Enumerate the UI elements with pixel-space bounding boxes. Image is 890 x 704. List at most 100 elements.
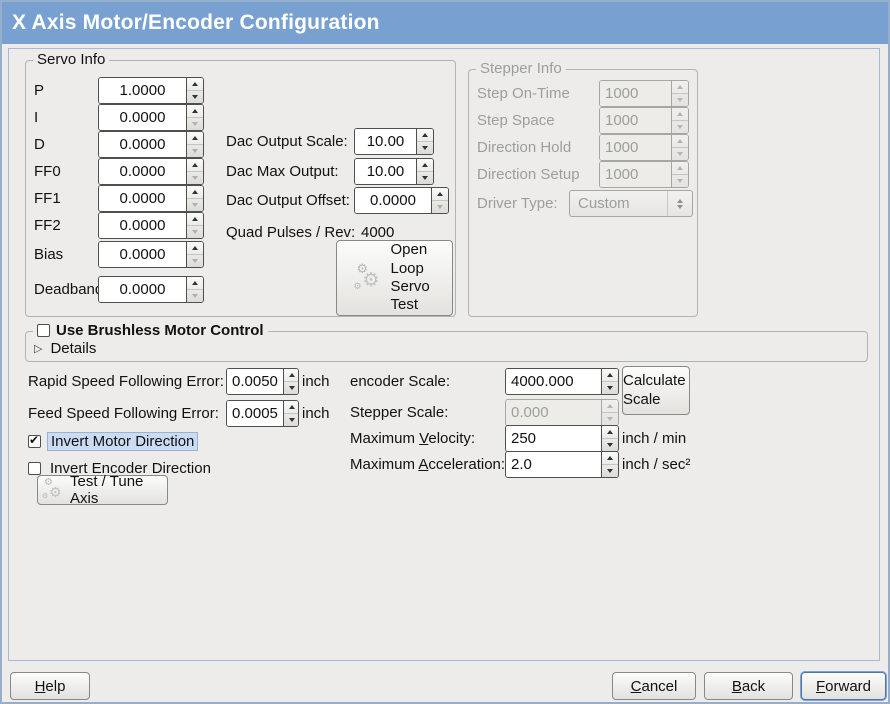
encoder-scale-field[interactable]: 4000.000 — [505, 368, 619, 395]
spin-down-button[interactable] — [602, 439, 618, 451]
open-loop-servo-test-button[interactable]: ⚙ ⚙ ⚙ Open Loop Servo Test — [336, 240, 453, 316]
forward-button[interactable]: Forward — [801, 672, 886, 700]
direction-hold-label: Direction Hold — [477, 139, 572, 156]
max-acceleration-field[interactable]: 2.0 — [505, 451, 619, 478]
expander-arrow-icon[interactable]: ▷ — [34, 342, 43, 355]
spin-down-button[interactable] — [187, 226, 203, 238]
max-velocity-field[interactable]: 250 — [505, 425, 619, 452]
spin-field-deadband[interactable]: 0.0000 — [98, 276, 204, 303]
servo-info-legend: Servo Info — [33, 51, 110, 68]
spin-entry: 1000 — [600, 81, 671, 106]
spin-up-button[interactable] — [602, 426, 618, 439]
dac-max-output-field[interactable]: 10.00 — [354, 158, 434, 185]
spin-down-button[interactable] — [187, 118, 203, 130]
dac-output-offset-row: Dac Output Offset: 0.0000 — [226, 187, 449, 214]
driver-type-row: Driver Type: Custom — [477, 190, 693, 217]
spin-entry[interactable]: 10.00 — [355, 159, 416, 184]
feed-error-field[interactable]: 0.0005 — [226, 400, 299, 427]
spin-up-button[interactable] — [283, 369, 298, 382]
spin-field-ff1[interactable]: 0.0000 — [98, 185, 204, 212]
spin-up-button — [672, 135, 688, 148]
spin-entry[interactable]: 4000.000 — [506, 369, 601, 394]
spin-entry[interactable]: 0.0050 — [227, 369, 283, 394]
spin-entry[interactable]: 0.0000 — [99, 186, 186, 211]
spin-up-button[interactable] — [417, 129, 433, 142]
dac-output-offset-field[interactable]: 0.0000 — [354, 187, 449, 214]
spin-entry[interactable]: 10.00 — [355, 129, 416, 154]
spin-down-button — [602, 413, 618, 425]
spin-up-button[interactable] — [187, 78, 203, 91]
spin-entry[interactable]: 0.0000 — [355, 188, 431, 213]
spin-buttons — [671, 108, 688, 133]
gears-icon: ⚙ ⚙ ⚙ — [353, 261, 380, 291]
spin-down-button[interactable] — [284, 382, 298, 394]
use-brushless-checkbox[interactable] — [37, 324, 50, 337]
dac-output-scale-field[interactable]: 10.00 — [354, 128, 434, 155]
spin-down-button[interactable] — [432, 201, 448, 213]
spin-up-button[interactable] — [187, 186, 203, 199]
spin-down-button[interactable] — [417, 172, 433, 184]
spin-field-ff0[interactable]: 0.0000 — [98, 158, 204, 185]
spin-up-button[interactable] — [602, 452, 618, 465]
spin-up-button[interactable] — [187, 105, 203, 118]
spin-field-d[interactable]: 0.0000 — [98, 131, 204, 158]
spin-down-button[interactable] — [187, 290, 203, 302]
spin-entry: 1000 — [600, 162, 671, 187]
spin-down-button[interactable] — [417, 142, 433, 154]
test-tune-axis-label: Test / Tune Axis — [70, 473, 144, 507]
brushless-frame: Use Brushless Motor Control ▷ Details — [25, 322, 868, 362]
spin-field-p[interactable]: 1.0000 — [98, 77, 204, 104]
spin-entry[interactable]: 0.0005 — [227, 401, 283, 426]
spin-entry[interactable]: 1.0000 — [99, 78, 186, 103]
spin-up-button[interactable] — [283, 401, 298, 414]
cancel-button[interactable]: Cancel — [612, 672, 696, 700]
spin-entry[interactable]: 0.0000 — [99, 242, 186, 267]
spin-entry[interactable]: 0.0000 — [99, 213, 186, 238]
help-button[interactable]: Help — [10, 672, 90, 700]
spin-down-button[interactable] — [187, 199, 203, 211]
calculate-scale-button[interactable]: Calculate Scale — [622, 366, 690, 415]
rapid-error-field[interactable]: 0.0050 — [226, 368, 299, 395]
spin-entry[interactable]: 0.0000 — [99, 277, 186, 302]
invert-encoder-checkbox[interactable] — [28, 461, 41, 475]
spin-entry[interactable]: 250 — [506, 426, 601, 451]
spin-up-button[interactable] — [432, 188, 448, 201]
invert-motor-row: Invert Motor Direction — [28, 430, 199, 452]
step-on-time-label: Step On-Time — [477, 85, 570, 102]
test-tune-axis-button[interactable]: ⚙ ⚙ ⚙ Test / Tune Axis — [37, 473, 168, 507]
driver-type-value: Custom — [578, 195, 630, 212]
spin-down-button[interactable] — [602, 465, 618, 477]
spin-up-button[interactable] — [187, 159, 203, 172]
spin-down-button — [672, 94, 688, 106]
back-button[interactable]: Back — [704, 672, 793, 700]
spin-down-button[interactable] — [187, 255, 203, 267]
spin-up-button[interactable] — [187, 277, 203, 290]
spin-up-button — [602, 400, 618, 413]
invert-motor-checkbox[interactable] — [28, 433, 41, 448]
spin-entry[interactable]: 0.0000 — [99, 132, 186, 157]
spin-up-button[interactable] — [417, 159, 433, 172]
spin-down-button[interactable] — [187, 91, 203, 103]
spin-down-button[interactable] — [602, 382, 618, 394]
spin-up-button[interactable] — [187, 132, 203, 145]
spin-field-bias[interactable]: 0.0000 — [98, 241, 204, 268]
spin-up-button[interactable] — [602, 369, 618, 382]
spin-down-button — [672, 175, 688, 187]
spin-buttons — [282, 369, 298, 394]
details-expander[interactable]: ▷ Details — [34, 337, 96, 359]
spin-field-i[interactable]: 0.0000 — [98, 104, 204, 131]
spin-entry[interactable]: 0.0000 — [99, 159, 186, 184]
spin-field-ff2[interactable]: 0.0000 — [98, 212, 204, 239]
spin-entry[interactable]: 2.0 — [506, 452, 601, 477]
spin-up-button[interactable] — [187, 242, 203, 255]
invert-motor-label[interactable]: Invert Motor Direction — [47, 431, 199, 451]
brushless-legend: Use Brushless Motor Control — [33, 322, 268, 339]
invert-encoder-label[interactable]: Invert Encoder Direction — [50, 459, 211, 477]
spin-entry[interactable]: 0.0000 — [99, 105, 186, 130]
spin-up-button[interactable] — [187, 213, 203, 226]
spin-down-button[interactable] — [187, 172, 203, 184]
spin-down-button[interactable] — [187, 145, 203, 157]
step-space-field: 1000 — [599, 107, 689, 134]
spin-down-button[interactable] — [284, 414, 298, 426]
servo-param-row: Deadband 0.0000 — [34, 276, 204, 303]
